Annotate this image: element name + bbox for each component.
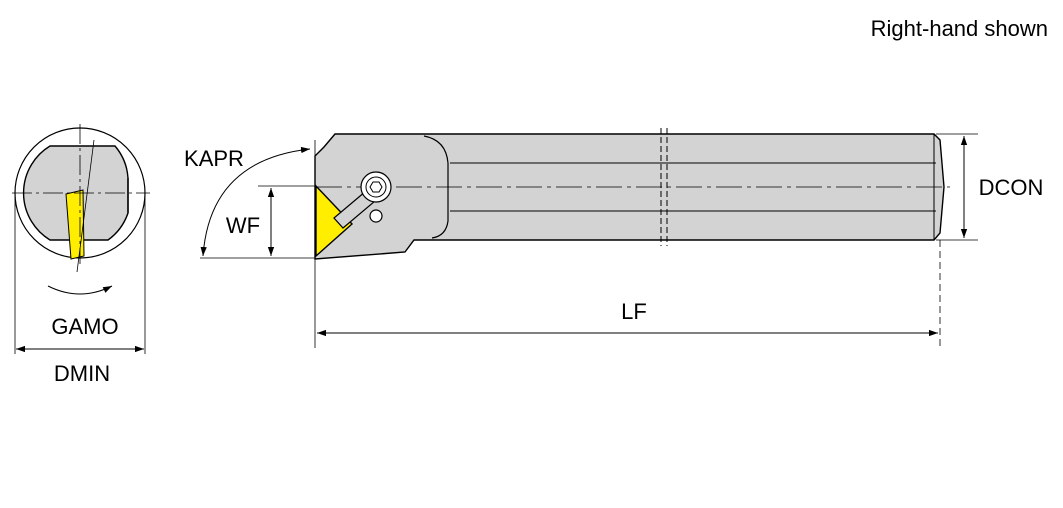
end-view-insert [65,189,85,260]
side-view: WF KAPR DCON LF [184,128,1043,348]
clamp-pin [369,209,383,223]
gamo-arc [47,285,113,295]
end-view: GAMO DMIN [12,124,150,386]
bar-body [314,133,945,260]
wf-label: WF [226,213,260,238]
dmin-label: DMIN [54,361,110,386]
kapr-arc [200,146,311,257]
end-view-rake-line [76,139,95,273]
lf-label: LF [621,299,647,324]
dcon-label: DCON [979,175,1044,200]
triangular-insert [315,184,354,258]
kapr-label: KAPR [184,146,244,171]
clamp-screw-hex [369,181,383,193]
gamo-label: GAMO [51,314,118,339]
orientation-note: Right-hand shown [871,16,1048,41]
head-outline [423,135,449,239]
